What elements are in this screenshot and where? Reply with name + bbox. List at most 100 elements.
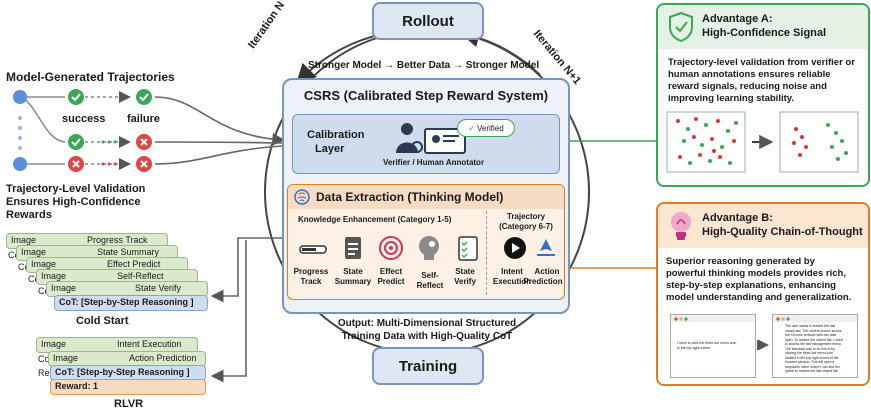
advantage-b-box: Advantage B: High-Quality Chain-of-Thoug… [656,202,870,386]
long-cot-line-7: clicking the three-dot menu icon [785,351,833,355]
cold-card-5-left: Image [51,283,77,293]
item-label-6a: Intent [501,267,523,276]
data-extraction-title: Data Extraction (Thinking Model) [316,190,504,204]
rlvr-label: RLVR [114,398,144,410]
category-icons [299,236,555,261]
advantage-b-title-2: High-Quality Chain-of-Thought [702,226,863,238]
rollout-box: Rollout [372,2,484,40]
trajectory-title-1: Trajectory [506,212,546,221]
advantage-b-body-3: step-by-step explanations, enhancing [666,280,836,291]
output-line-1: Output: Multi-Dimensional Structured [337,318,517,329]
rollout-label: Rollout [402,12,454,30]
rlvr-card-1-right: Intent Execution [117,339,182,349]
window-dots-icon [776,317,790,321]
advantage-b-title-1: Advantage B: [702,212,773,224]
advantage-a-title-1: Advantage A: [702,13,773,25]
csrs-box: CSRS (Calibrated Step Reward System) Cal… [282,78,570,314]
cold-card-3-left: Image [31,259,57,269]
validation-line-2: Ensures High-Confidence [6,196,141,208]
cold-card-4-right: Self-Reflect [117,271,164,281]
verified-badge: ✓Verified [457,119,515,137]
success-check-icon [136,89,152,105]
cold-card-3-stub: Co [28,274,40,284]
rlvr-card-2-right: Action Prediction [129,353,197,363]
item-label-4a: Self- [421,271,439,280]
effect-predict-icon [379,236,403,260]
item-label-1a: Progress [293,267,329,276]
item-label-5a: State [455,267,475,276]
item-label-2a: State [343,267,363,276]
rlvr-reward-card: Reward: 1 [50,379,206,395]
long-cot-line-3: the Chrome browser with two tabs [785,333,837,337]
cold-cot-text: CoT: [Step-by-Step Reasoning ] [59,297,194,307]
short-cot-line-1: I need to click the three-dot menu icon [677,341,737,345]
item-label-6b: Execution [492,277,532,286]
arrow-to-cold-start [210,237,282,303]
arrow-to-rlvr [210,240,247,383]
progress-track-icon [299,245,327,254]
advantage-a-body-3: reward signals, reducing noise and [668,81,827,92]
data-extraction-header [288,185,564,209]
failure-x-icon [136,156,152,172]
csrs-title: CSRS (Calibrated Step Reward System) [303,88,549,103]
long-cot-line-5: to access the tab management menu. [785,342,842,346]
cold-card-5-right: State Verify [135,283,182,293]
training-label: Training [398,357,458,375]
long-cot-titlebar [773,315,857,322]
flow-text: Stronger Model → Better Data → Stronger … [308,60,540,71]
advantage-b-body-1: Superior reasoning generated by [666,256,815,267]
cold-card-2-right: State Summary [97,247,160,257]
state-verify-icon [458,236,478,261]
long-cot-line-1: The user wants to restore the last [785,324,836,328]
brain-icon [294,189,310,205]
failure-label: failure [127,113,161,125]
cold-card-1-left: Image [11,235,37,245]
item-label-5b: Verify [454,277,476,286]
advantage-a-body-2: human annotations ensures reliable [668,69,831,80]
long-cot-line-10: dropdown menu where I can find the [785,364,840,369]
long-cot-line-8: located in the top-right corner of the [785,355,839,360]
verified-text: Verified [477,123,504,133]
failure-x-icon [68,156,84,172]
calibration-title-1: Calibration [307,129,365,141]
rlvr-card-2-left: Image [53,353,79,363]
validation-line-3: Rewards [6,209,52,221]
validation-line-1: Trajectory-Level Validation [6,183,146,195]
intent-execution-icon [504,237,526,259]
advantage-b-header [658,204,868,248]
success-label: success [62,113,106,125]
item-label-3b: Predict [377,277,405,286]
long-cot-line-11: option to restore the last closed tab. [785,369,839,373]
check-icon: ✓ [468,123,475,133]
cold-card-2-stub: Co [18,262,30,272]
item-label-7b: Prediction [523,277,563,286]
item-label-2b: Summary [334,277,372,286]
rlvr-card-1-stub2: Rev [38,368,55,378]
cold-card-1-stub: Co [8,250,20,260]
window-dots-icon [674,317,688,321]
long-cot-screenshot: The user wants to restore the last close… [772,314,858,378]
rlvr-reward-text: Reward: 1 [55,381,99,391]
short-cot-titlebar [671,315,755,322]
short-cot-screenshot: I need to click the three-dot menu icon … [670,314,756,378]
advantage-b-body-2: powerful thinking models provides rich, [666,268,846,279]
advantage-b-body-4: model understanding and generalization. [666,292,852,303]
annotator-label: Verifier / Human Annotator [383,158,485,167]
advantage-a-body-4: improving learning stability. [668,93,794,104]
item-label-7a: Action [534,267,560,276]
cold-cot-card: CoT: [Step-by-Step Reasoning ] [54,295,208,311]
failure-x-icon [136,134,152,150]
arrow-right-icon [757,340,769,350]
advantage-a-title-2: High-Confidence Signal [702,27,827,39]
long-cot-line-9: browser window. This will open a [785,360,835,364]
trajectory-graph [13,90,286,171]
action-prediction-icon [537,239,555,256]
rlvr-card-1-left: Image [41,339,67,349]
long-cot-line-6: The standard way to do this is by [785,346,835,351]
self-reflect-icon [419,236,439,260]
lightbulb-icon [671,212,691,240]
success-check-icon [68,134,84,150]
rlvr-cot-text: CoT: [Step-by-Step Reasoning ] [55,367,190,377]
cold-start-label: Cold Start [76,315,129,327]
item-label-4b: Reflect [416,281,444,290]
